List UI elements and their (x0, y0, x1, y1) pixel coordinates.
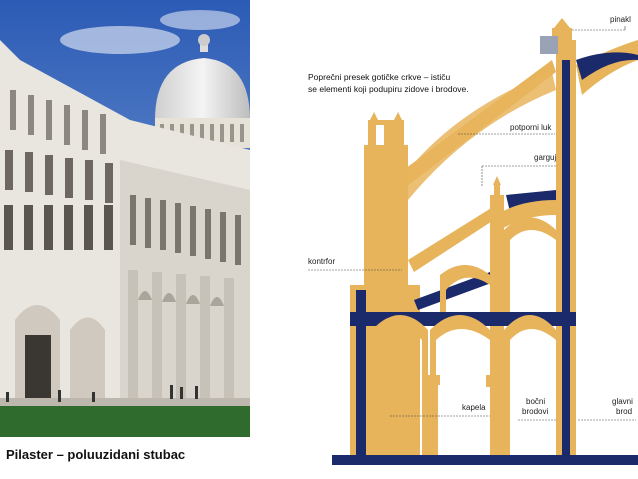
cathedral-illustration (0, 0, 250, 437)
label-bocni-1: bočni (526, 397, 545, 406)
label-glavni-1: glavni (612, 397, 633, 406)
label-potporni-luk: potporni luk (510, 123, 552, 132)
photo-caption: Pilaster – poluuzidani stubac (6, 447, 186, 462)
cross-section-drawing: Poprečni presek gotičke crkve – ističu s… (290, 0, 638, 479)
label-pinakl: pinakl (610, 15, 631, 24)
gothic-cross-section-diagram: Poprečni presek gotičke crkve – ističu s… (290, 0, 638, 479)
ground-line (332, 455, 638, 465)
label-kontrfor: kontrfor (308, 257, 335, 266)
label-bocni-2: brodovi (522, 407, 548, 416)
flying-buttress-upper (390, 60, 556, 200)
vault-floors (350, 217, 576, 455)
label-glavni-2: brod (616, 407, 632, 416)
intro-line-2: se elementi koji podupiru zidove i brodo… (308, 84, 469, 94)
cathedral-photo (0, 0, 250, 437)
flying-buttress-lower (408, 190, 556, 310)
intro-line-1: Poprečni presek gotičke crkve – ističu (308, 72, 450, 82)
label-garguj: garguj (534, 153, 556, 162)
main-nave-wall (540, 18, 638, 455)
label-kapela: kapela (462, 403, 486, 412)
